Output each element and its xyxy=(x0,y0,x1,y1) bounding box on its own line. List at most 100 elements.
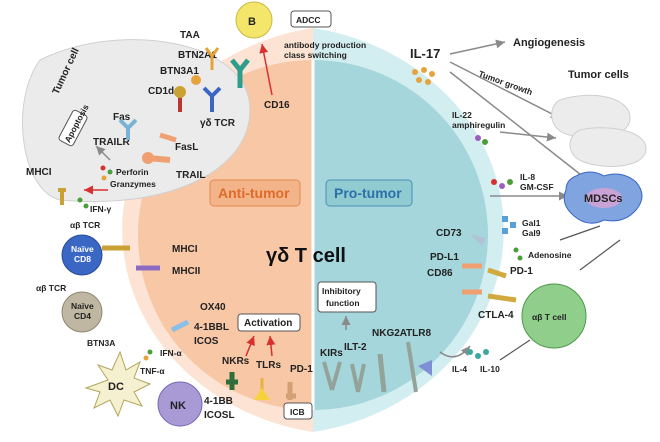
pro-tumor-label: Pro-tumor xyxy=(334,185,402,201)
ox40-label: OX40 xyxy=(200,302,226,313)
ab-tcell xyxy=(521,283,587,349)
gmcsf-label: GM-CSF xyxy=(520,182,554,192)
il17-dot-icon xyxy=(416,77,422,83)
il4-label: IL-4 xyxy=(452,364,467,374)
il10-dot-icon xyxy=(483,349,489,355)
il17-dot-icon xyxy=(421,67,427,73)
ifna-label: IFN-α xyxy=(160,348,183,358)
gd-tcell-title: γδ T cell xyxy=(266,245,346,267)
naive-cd8-cell xyxy=(61,234,103,276)
ifna-dot-icon xyxy=(147,349,153,355)
il8-dot-icon xyxy=(507,179,513,185)
nkg2a-icon xyxy=(377,353,387,393)
gal-square-icon xyxy=(502,228,508,234)
il17-label: IL-17 xyxy=(410,46,440,61)
icosl-label: ICOSL xyxy=(204,410,235,421)
class-switching-label: class switching xyxy=(284,50,347,60)
anti-tumor-label: Anti-tumor xyxy=(218,185,290,201)
inhibitory-label-a: Inhibitory xyxy=(322,286,361,296)
adenosine-dot-icon xyxy=(513,247,519,253)
mdscs-nucleus xyxy=(586,188,622,208)
cd16-to-b-arrow xyxy=(259,43,273,96)
ox40-icon xyxy=(170,319,190,333)
ifng-label: IFN-γ xyxy=(90,204,112,214)
fasl-icon xyxy=(159,132,177,143)
antibody-production-label: antibody production xyxy=(284,40,366,50)
adenosine-label: Adenosine xyxy=(528,250,572,260)
ab-tcell-label: αβ T cell xyxy=(532,312,567,322)
perforin-dot-icon xyxy=(107,169,113,175)
activation-label: Activation xyxy=(244,318,292,329)
nkg2a-label: NKG2A xyxy=(372,328,407,339)
nk-label: NK xyxy=(170,400,186,412)
angiogenesis-arrow xyxy=(449,39,506,55)
ab-tcr1-label: αβ TCR xyxy=(70,220,100,230)
naive-cd4-cell xyxy=(61,291,103,333)
il22-dot-icon xyxy=(475,135,481,141)
gd-tcr-label: γδ TCR xyxy=(200,118,236,129)
trail-head-icon xyxy=(142,152,154,164)
antibody-icon xyxy=(230,58,250,88)
trailr-label: TRAILR xyxy=(93,137,130,148)
granzymes-label: Granzymes xyxy=(110,179,156,189)
dc-label: DC xyxy=(108,381,124,393)
il17-to-mdsc-arrow xyxy=(449,71,591,183)
dc-cell xyxy=(84,350,152,418)
cd86-label: CD86 xyxy=(427,268,453,279)
cd16-label: CD16 xyxy=(264,100,290,111)
b-cell xyxy=(235,1,273,39)
il17-dot-icon xyxy=(429,71,435,77)
kirs-icon xyxy=(322,361,342,391)
pro-tumor-box xyxy=(325,179,413,207)
perforin-dot-icon xyxy=(101,175,107,181)
il8-label: IL-8 xyxy=(520,172,535,182)
trail-label: TRAIL xyxy=(176,170,205,181)
mhcii-label: MHCII xyxy=(172,266,201,277)
il22-label: IL-22 xyxy=(452,110,472,120)
angiogenesis-label: Angiogenesis xyxy=(513,37,585,49)
mhci-tumor-label: MHCI xyxy=(26,167,52,178)
btn3a-label: BTN3A xyxy=(87,338,115,348)
cd1d-label: CD1d xyxy=(148,86,174,97)
inhibitory-label-b: function xyxy=(326,298,360,308)
tumor-growth-label: Tumor growth xyxy=(477,68,534,97)
perforin-label: Perforin xyxy=(116,167,149,177)
fourbb-label: 4-1BB xyxy=(204,396,233,407)
gal9-label: Gal9 xyxy=(522,228,541,238)
il8-dot-icon xyxy=(491,179,497,185)
pd1-ctla4-icon xyxy=(487,267,517,303)
fourbbl-label: 4-1BBL xyxy=(194,322,229,333)
tnfa-dot-icon xyxy=(143,355,149,361)
tlr8-ligand-icon xyxy=(418,360,432,376)
gal-square-icon xyxy=(510,222,516,228)
btn2a1-icon xyxy=(204,47,220,70)
tlr8-label: TLR8 xyxy=(406,328,431,339)
pro-tumor-half xyxy=(313,60,488,410)
mhci-label: MHCI xyxy=(172,244,198,255)
mhci-tumor-icon xyxy=(58,188,66,205)
tlrs-arrow xyxy=(266,335,276,357)
icos-label: ICOS xyxy=(194,336,219,347)
ctla4-label: CTLA-4 xyxy=(478,310,514,321)
il4-dot-icon xyxy=(475,353,481,359)
inhibitory-box xyxy=(317,281,377,313)
gal-square-icon xyxy=(502,216,508,222)
taa-label: TAA xyxy=(180,30,200,41)
pd1-receptor-icon xyxy=(286,382,296,400)
tlr-ligand-icon xyxy=(254,388,270,400)
icb-box xyxy=(283,402,313,420)
fas-label: Fas xyxy=(113,112,131,123)
ifng-dot-icon xyxy=(83,203,89,209)
il8-dot-icon xyxy=(499,183,505,189)
gd-tcr-icon xyxy=(202,86,222,112)
nk-cell xyxy=(157,381,203,427)
naive-cd8-label-b: CD8 xyxy=(74,254,91,264)
icb-label: ICB xyxy=(290,407,305,417)
naive-cd8-label-a: Naïve xyxy=(71,244,94,254)
tlrs-label: TLRs xyxy=(256,360,281,371)
gal1-label: Gal1 xyxy=(522,218,541,228)
nkrs-label: NKRs xyxy=(222,356,250,367)
il4-dot-icon xyxy=(467,349,473,355)
tumor-growth-arrow xyxy=(449,61,561,119)
b-cell-label: B xyxy=(248,16,256,28)
